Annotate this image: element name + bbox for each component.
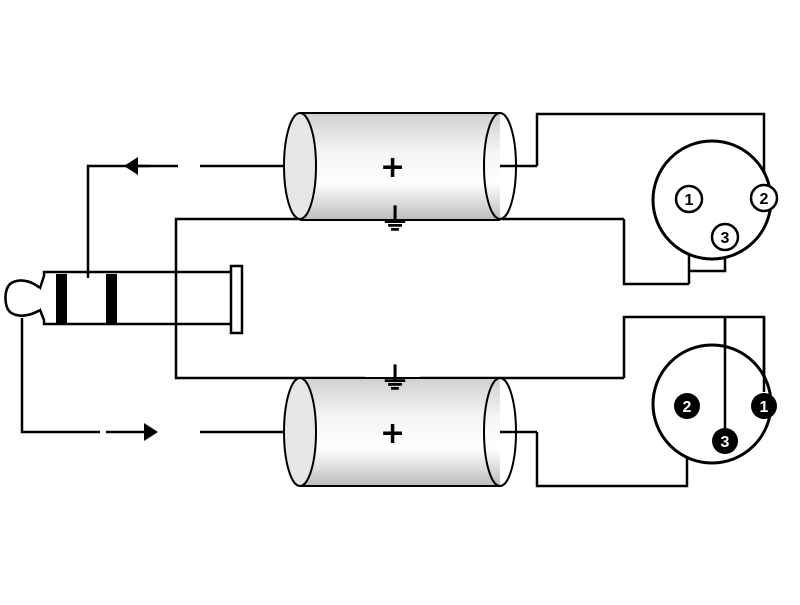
ground-icon: ⏚ bbox=[380, 203, 410, 238]
xlr-female-connector: 1 2 3 bbox=[651, 139, 779, 261]
xlr-female-pin-3: 3 bbox=[710, 222, 740, 252]
jack-ring-insulator-2 bbox=[106, 274, 117, 323]
cable-shield-bottom bbox=[283, 377, 517, 487]
jack-ring-insulator-1 bbox=[56, 274, 67, 323]
svg-text:3: 3 bbox=[721, 434, 730, 451]
svg-text:1: 1 bbox=[685, 192, 694, 209]
arrow-left-icon bbox=[124, 157, 138, 175]
arrow-right-icon bbox=[144, 423, 158, 441]
jack-collar bbox=[229, 264, 244, 335]
svg-text:1: 1 bbox=[760, 399, 769, 416]
cable-shield-top bbox=[283, 112, 517, 221]
xlr-female-pin-1: 1 bbox=[674, 184, 704, 214]
xlr-male-pin-1: 1 bbox=[751, 393, 777, 419]
jack-plug-tip bbox=[4, 279, 41, 317]
svg-text:2: 2 bbox=[683, 399, 692, 416]
trs-jack-plug bbox=[4, 264, 244, 335]
bottom-ground-symbol: ⏚ bbox=[380, 362, 410, 397]
bottom-signal-symbol: + bbox=[380, 416, 405, 451]
svg-text:2: 2 bbox=[760, 191, 769, 208]
xlr-female-pin-2: 2 bbox=[749, 183, 779, 213]
top-ground-wire bbox=[174, 212, 727, 324]
xlr-male-connector: 1 2 3 bbox=[651, 317, 777, 465]
top-signal-symbol: + bbox=[380, 150, 405, 185]
svg-text:3: 3 bbox=[721, 230, 730, 247]
xlr-male-pin-3: 3 bbox=[712, 428, 738, 454]
xlr-male-pin-2: 2 bbox=[674, 393, 700, 419]
